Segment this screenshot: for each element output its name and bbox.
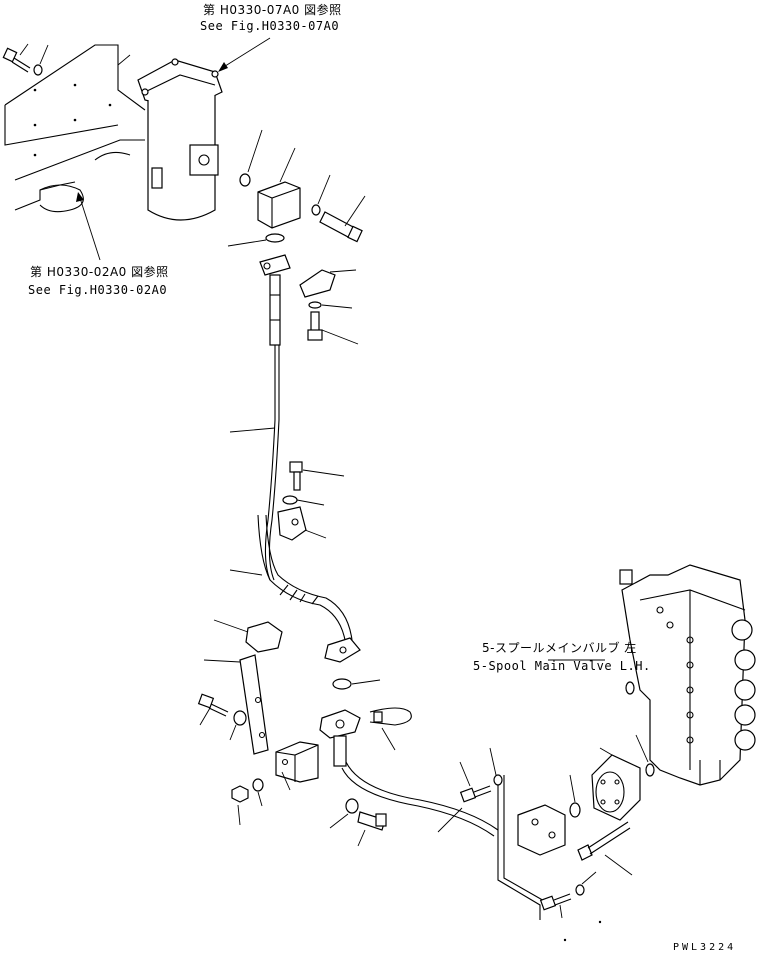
bolt-bottom [329,798,387,847]
bolt-bottom-right [539,871,602,942]
bolt-top-left [2,43,131,76]
bracket-plate [203,654,269,755]
flange-block-lower [517,774,581,856]
reference-arrows [76,37,605,661]
hose-curve [229,514,361,663]
filter-canister [137,58,223,221]
ref-left-en-label: See Fig.H0330-02A0 [28,283,168,297]
long-bolt [577,821,633,876]
o-ring-filter [239,129,263,187]
bolt-mid [282,461,345,506]
ref-left-jp-label: 第 H0330-02A0 図参照 [30,265,169,279]
o-ring-flange [332,678,381,690]
o-ring-hose-top [227,233,285,247]
block-assembly [257,147,366,243]
bolt-lower-left [197,693,247,741]
nut-washer [231,778,264,826]
bracket-clamp [277,506,327,541]
valve-en-label: 5-Spool Main Valve L.H. [473,659,651,673]
frame-panel [4,44,146,213]
hose-fitting-top [259,254,291,346]
valve-jp-label: 5-スプールメインバルブ 左 [482,641,637,655]
bracket-base [275,741,319,791]
adapter-block [591,747,641,821]
bolt-pipe [459,747,503,803]
clamp-lower [213,619,283,653]
hose-line [229,344,280,581]
ref-top-en-label: See Fig.H0330-07A0 [200,19,340,33]
main-valve [619,564,756,786]
ref-top-jp-label: 第 H0330-07A0 図参照 [203,3,342,17]
pipe-lower [437,775,547,920]
drawing-code: PWL3224 [673,942,737,953]
pipe-flange [319,707,499,837]
split-flange-right [299,269,359,345]
